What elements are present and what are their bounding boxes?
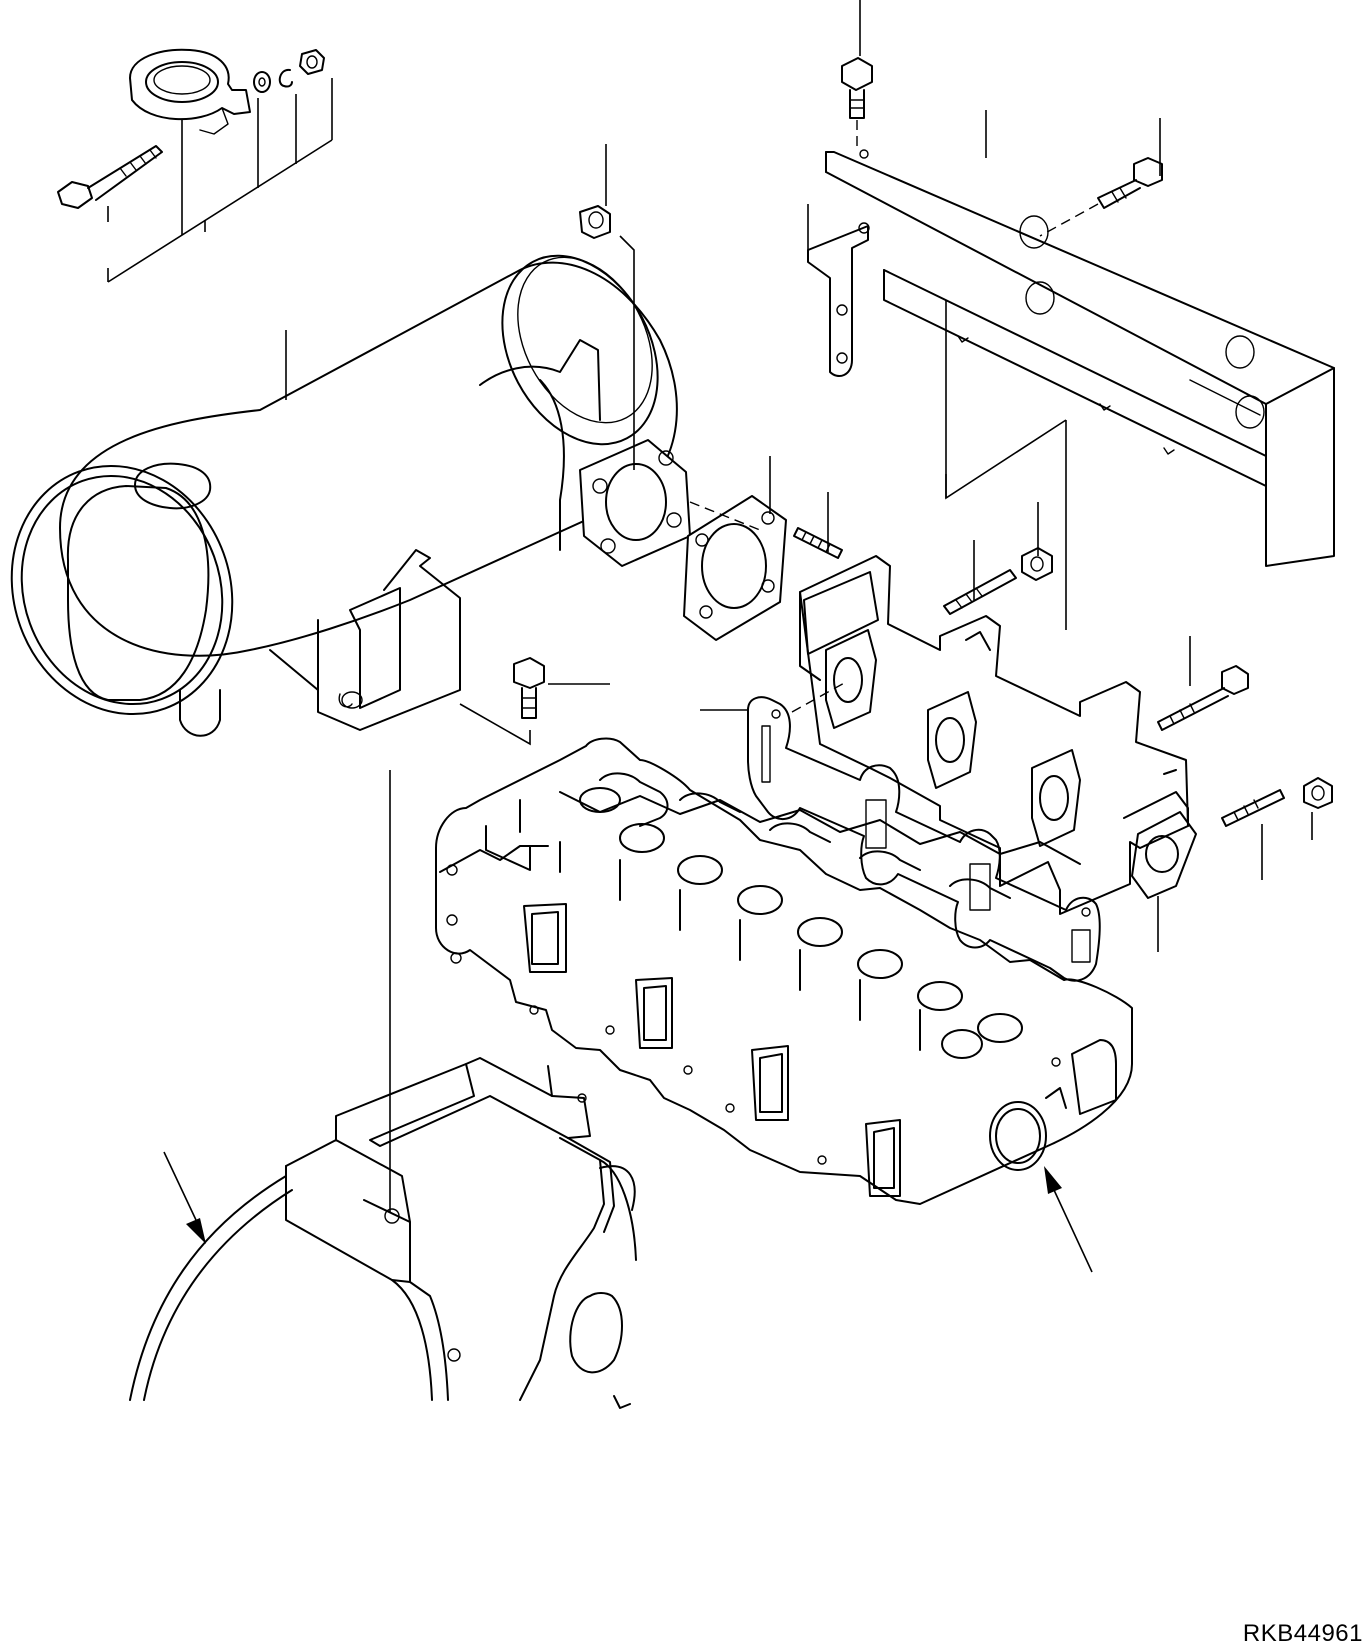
shield-bolt-side: [1040, 158, 1162, 236]
clamp-nut: [300, 50, 324, 74]
manifold-bolt-left: [514, 658, 544, 718]
heat-shield-stay: [808, 226, 868, 376]
leader-lines: [286, 0, 1312, 1212]
view-arrow-right: [1044, 1166, 1092, 1272]
stud-bolt: [794, 528, 842, 558]
drawing-reference-number: RKB44961: [1242, 1620, 1363, 1647]
exhaust-manifold: [800, 556, 1196, 914]
lock-washer: [280, 70, 292, 87]
muffler-clamp: [130, 50, 250, 134]
muffler-outlet-flange: [580, 440, 690, 566]
outlet-flange-nut: [580, 206, 634, 470]
exhaust-manifold-gasket: [748, 682, 1100, 981]
manifold-nut-lower: [1304, 778, 1332, 808]
cylinder-head: [436, 739, 1132, 1204]
flywheel-housing: [130, 1058, 636, 1408]
manifold-nut-upper: [1022, 548, 1052, 580]
heat-shield: [826, 150, 1334, 566]
flat-washer: [254, 72, 270, 92]
clamp-bolt: [58, 146, 162, 208]
exhaust-pipe-gasket: [684, 496, 786, 640]
muffler-bracket: [270, 550, 460, 730]
clamp-kit-bracket: [108, 78, 332, 282]
manifold-stud-lower: [1222, 790, 1284, 826]
muffler: [0, 229, 689, 745]
manifold-bolt-middle: [1158, 666, 1248, 730]
shield-bolt-top: [842, 58, 872, 150]
view-arrow-left: [164, 1152, 206, 1244]
manifold-stud: [944, 570, 1016, 614]
